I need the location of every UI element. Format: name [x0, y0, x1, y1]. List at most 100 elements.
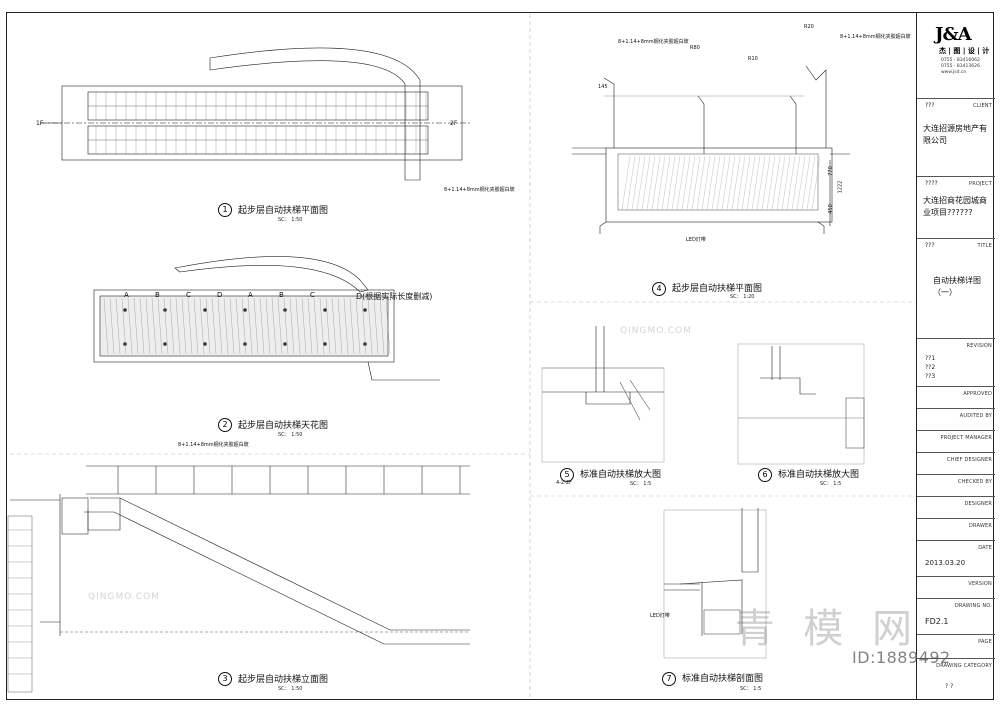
designer-label: DESIGNER — [964, 501, 992, 507]
radius-r80: R80 — [690, 45, 700, 51]
dim-145: 145 — [598, 84, 608, 90]
version-row: VERSION — [917, 576, 995, 598]
category-row: DRAWING CATEGORY ? ? — [917, 658, 995, 700]
glass-note: 8+1.14+8mm钢化夹胶超白玻 — [444, 187, 515, 193]
drawing-caption: 标准自动扶梯放大图 — [580, 470, 662, 480]
ceiling-length-note: D(根据实际长度删减) — [356, 292, 433, 301]
drawing-scale: SC： 1:5 — [820, 481, 842, 487]
checked-row: CHECKED BY — [917, 474, 995, 496]
dim-770: 770 — [827, 166, 834, 176]
approved-label: APPROVED — [963, 391, 992, 397]
audited-row: AUDITED BY — [917, 408, 995, 430]
watermark-small: QINGMO.COM — [620, 326, 692, 336]
logo-mark: J&A — [935, 24, 972, 45]
checked-label: CHECKED BY — [958, 479, 992, 485]
drawing-number: 7 — [662, 672, 676, 686]
grid-label: B — [155, 291, 160, 299]
pm-label: PROJECT MANAGER — [940, 435, 992, 441]
grid-label: B — [279, 291, 284, 299]
drawing-scale: SC： 1:5 — [630, 481, 652, 487]
drawer-label: DRAWER — [968, 523, 992, 529]
drawing-no-value: FD2.1 — [925, 617, 949, 626]
led-note: LED灯带 — [686, 237, 706, 243]
level-marker-2f: 2F — [450, 120, 458, 127]
drawing-caption: 起步层自动扶梯天花图 — [238, 421, 329, 431]
approved-row: APPROVED — [917, 386, 995, 408]
drawing-caption: 起步层自动扶梯立面图 — [238, 675, 329, 685]
drawer-row: DRAWER — [917, 518, 995, 540]
grid-label: A — [124, 291, 129, 299]
dim-1222: 1222 — [837, 180, 844, 194]
company-logo: J&A 杰 | 图 | 设 | 计 0755 - 83416062 0755 -… — [917, 12, 995, 86]
level-marker-1f: 1F — [36, 120, 44, 127]
drawing-scale: SC： 1:20 — [730, 294, 755, 300]
drawing-number: 3 — [218, 672, 232, 686]
drawing-scale: SC： 1:50 — [278, 686, 303, 692]
revision-label: REVISION — [966, 343, 992, 349]
audited-label: AUDITED BY — [959, 413, 992, 419]
drawing-caption: 标准自动扶梯剖面图 — [682, 674, 764, 684]
client-q: ??? — [925, 102, 935, 109]
drawing-scale: SC： 1:50 — [278, 217, 303, 223]
radius-r20: R20 — [804, 24, 814, 30]
glass-note-section-right: 8+1.14+8mm钢化夹胶超白玻 — [840, 34, 911, 40]
designer-row: DESIGNER — [917, 496, 995, 518]
grid-label: C — [186, 291, 191, 299]
drawing-number: 1 — [218, 203, 232, 217]
dim-450: 450 — [827, 204, 834, 214]
date-row: DATE 2013.03.20 — [917, 540, 995, 576]
drawing-scale: SC： 1:50 — [278, 432, 303, 438]
chief-row: CHIEF DESIGNER — [917, 452, 995, 474]
drawing-no-row: DRAWING NO. FD2.1 — [917, 598, 995, 634]
sheet-border — [6, 12, 994, 700]
watermark-small: QINGMO.COM — [88, 592, 160, 602]
grid-label: C — [310, 291, 315, 299]
revision-mark-1: ??1 — [925, 355, 936, 362]
led-note-section: LED灯带 — [650, 613, 670, 619]
client-label: CLIENT — [973, 103, 992, 109]
page-row: PAGE — [917, 634, 995, 658]
drawing-no-label: DRAWING NO. — [954, 603, 992, 609]
client-row: ??? CLIENT 大连招源房地产有限公司 — [917, 98, 995, 176]
title-value: 自动扶梯详图（一） — [933, 276, 981, 297]
client-value: 大连招源房地产有限公司 — [923, 124, 987, 145]
title-block: J&A 杰 | 图 | 设 | 计 0755 - 83416062 0755 -… — [916, 12, 995, 700]
drawing-number: 2 — [218, 418, 232, 432]
title-row: ??? TITLE 自动扶梯详图（一） — [917, 238, 995, 338]
drawing-number: 5 — [560, 468, 574, 482]
category-label: DRAWING CATEGORY — [936, 663, 992, 669]
revision-mark-2: ??2 — [925, 364, 936, 371]
title-q: ??? — [925, 242, 935, 249]
drawing-number: 6 — [758, 468, 772, 482]
drawing-number: 4 — [652, 282, 666, 296]
logo-subtitle: 杰 | 图 | 设 | 计 — [939, 47, 990, 55]
category-value: ? ? — [945, 683, 954, 690]
watermark-id: ID:1889492 — [852, 648, 951, 667]
revision-row: REVISION ??1 ??2 ??3 — [917, 338, 995, 386]
drawing-caption: 起步层自动扶梯平面图 — [672, 284, 763, 294]
logo-website: www.jsd.cn — [941, 70, 967, 75]
grid-label: A — [248, 291, 253, 299]
project-q: ???? — [925, 180, 938, 187]
watermark-logo: 青 模 网 — [734, 606, 920, 652]
pm-row: PROJECT MANAGER — [917, 430, 995, 452]
radius-r10: R10 — [748, 56, 758, 62]
logo-phone-2: 0755 - 83413626 — [941, 64, 980, 69]
glass-note-section-left: 8+1.14+8mm钢化夹胶超白玻 — [618, 39, 689, 45]
drawing-scale: SC： 1:5 — [740, 686, 762, 692]
chief-label: CHIEF DESIGNER — [946, 457, 992, 463]
logo-contact: 0755 - 83416062 0755 - 83413626 www.jsd.… — [941, 58, 980, 76]
grid-label: D — [217, 291, 223, 299]
detail-subtitle: 4-2-2F — [556, 480, 573, 486]
revision-mark-3: ??3 — [925, 373, 936, 380]
project-row: ???? PROJECT 大连招商花园城商业项目?????? — [917, 176, 995, 250]
page-label: PAGE — [978, 639, 992, 645]
project-label: PROJECT — [968, 181, 992, 187]
title-label: TITLE — [977, 243, 992, 249]
version-label: VERSION — [968, 581, 992, 587]
date-label: DATE — [978, 545, 992, 551]
drawing-caption: 起步层自动扶梯平面图 — [238, 206, 329, 216]
project-value: 大连招商花园城商业项目?????? — [923, 196, 987, 217]
